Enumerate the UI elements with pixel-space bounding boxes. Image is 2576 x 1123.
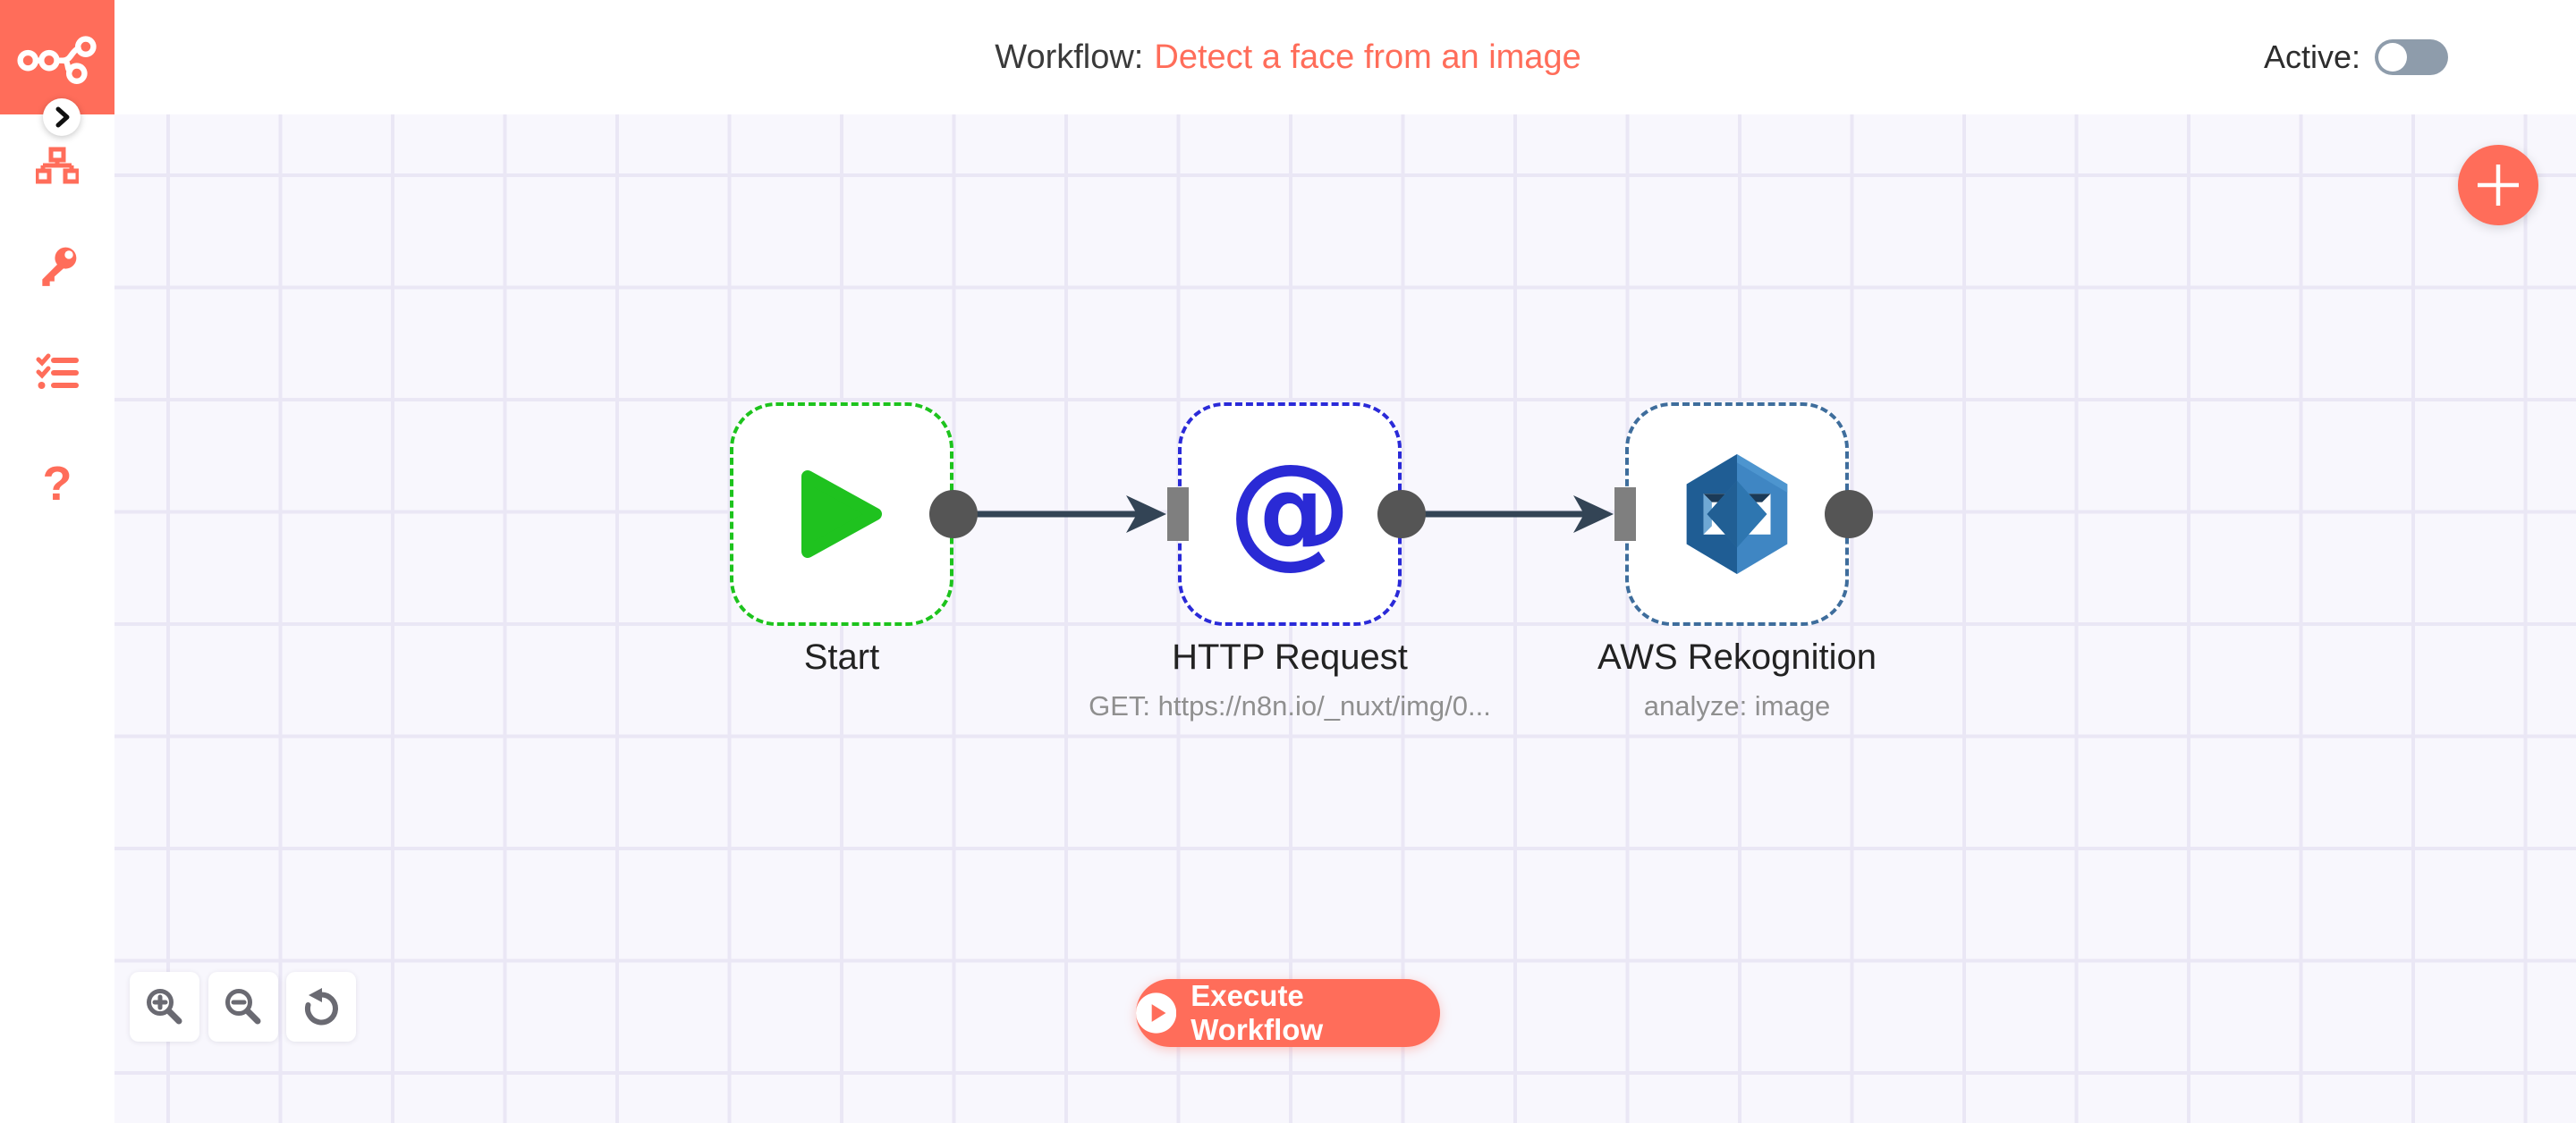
credentials-key-icon [42, 247, 77, 286]
sidebar-item-credentials[interactable] [0, 245, 114, 290]
add-node-button[interactable] [2458, 145, 2538, 225]
toggle-knob [2378, 43, 2407, 72]
output-port-http[interactable] [1377, 490, 1426, 538]
app-logo[interactable] [0, 0, 114, 114]
help-question-icon: ? [42, 457, 72, 511]
sidebar-item-help[interactable]: ? [0, 460, 114, 508]
node-start[interactable] [730, 402, 953, 626]
node-http-request[interactable]: @ [1178, 402, 1402, 626]
header-bar: Workflow: Detect a face from an image Ac… [0, 0, 2576, 114]
zoom-in-button[interactable] [130, 972, 199, 1042]
output-port-aws[interactable] [1825, 490, 1873, 538]
workflows-sitemap-icon [36, 147, 79, 184]
workflow-canvas[interactable]: @ Start HTTP Request GET: https://n8n.io… [114, 114, 2576, 1123]
zoom-in-icon [147, 989, 182, 1025]
n8n-logo [17, 36, 97, 84]
at-sign-icon: @ [1228, 437, 1352, 581]
chevron-right-icon [55, 106, 70, 128]
node-label-http: HTTP Request [1172, 637, 1408, 677]
executions-checklist-icon [36, 353, 79, 389]
active-toggle[interactable] [2375, 39, 2448, 75]
workflow-title-prefix: Workflow: [995, 38, 1144, 76]
zoom-out-button[interactable] [208, 972, 278, 1042]
sidebar-collapse-button[interactable] [43, 98, 80, 136]
output-port-start[interactable] [929, 490, 978, 538]
undo-icon [305, 988, 338, 1026]
active-control: Active: [2264, 0, 2448, 114]
node-subtitle-http: GET: https://n8n.io/_nuxt/img/0... [1089, 690, 1491, 722]
node-label-aws: AWS Rekognition [1597, 637, 1877, 677]
active-label: Active: [2263, 38, 2360, 75]
reset-zoom-button[interactable] [286, 972, 356, 1042]
connection-wires [955, 495, 1614, 533]
node-aws-rekognition[interactable] [1625, 402, 1849, 626]
execute-workflow-button[interactable]: Execute Workflow [1136, 979, 1440, 1047]
execute-workflow-label: Execute Workflow [1191, 979, 1324, 1046]
play-icon [801, 470, 882, 558]
aws-rekognition-icon [1686, 454, 1788, 574]
workflow-title: Workflow: Detect a face from an image [0, 0, 2576, 114]
input-port-http[interactable] [1167, 487, 1189, 541]
workflow-name-link[interactable]: Detect a face from an image [1154, 38, 1581, 76]
plus-icon [2478, 165, 2519, 206]
sidebar-item-executions[interactable] [0, 352, 114, 393]
node-label-start: Start [803, 637, 880, 677]
sidebar-item-workflows[interactable] [0, 147, 114, 186]
sidebar: ? [0, 0, 114, 1123]
play-circle-icon [1136, 992, 1177, 1034]
node-subtitle-aws: analyze: image [1643, 690, 1831, 722]
input-port-aws[interactable] [1614, 487, 1636, 541]
zoom-out-icon [225, 989, 261, 1025]
